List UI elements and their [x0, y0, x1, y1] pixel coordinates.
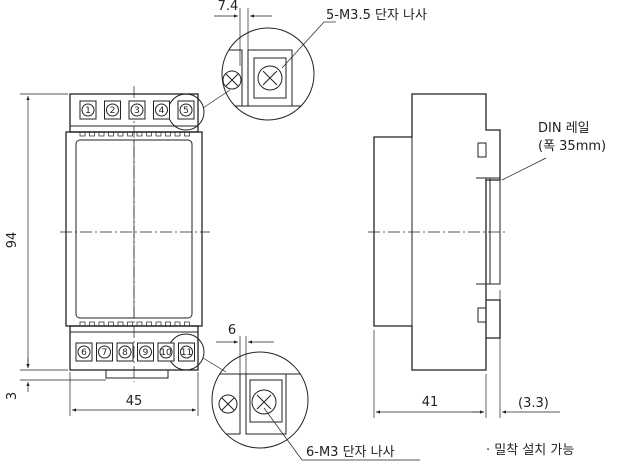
- bottom-terminal-screw: [98, 345, 111, 359]
- rail-label-2: (폭 35mm): [538, 139, 606, 154]
- bottom-terminal-number: 6: [81, 348, 87, 358]
- top-terminal-screw: [106, 103, 119, 117]
- top-terminal-number: 3: [134, 106, 140, 116]
- top-terminal-number: 4: [159, 106, 165, 116]
- detail-top: 7.4 5-M3.5 단자 나사: [214, 0, 427, 121]
- bottom-terminal-number: 9: [143, 348, 149, 358]
- dim-rail: (3.3): [518, 396, 549, 411]
- bottom-terminal-screw: [77, 345, 91, 359]
- dim-height: 94: [5, 232, 20, 249]
- bottom-screw-label: 6-M3 단자 나사: [306, 445, 395, 460]
- mounting-note: · 밀착 설치 가능: [486, 443, 574, 458]
- bottom-pitch: 6: [228, 323, 236, 338]
- bottom-terminal-number: 8: [122, 348, 128, 358]
- top-terminal-number: 2: [110, 106, 116, 116]
- bottom-terminal-number: 11: [181, 348, 192, 358]
- top-terminal-screw: [130, 103, 144, 117]
- top-terminal-number: 1: [85, 106, 91, 116]
- bottom-terminal-screw: [180, 345, 193, 359]
- bottom-terminal-screw: [139, 345, 152, 359]
- bottom-terminal-number: 10: [160, 348, 172, 358]
- top-terminal-number: 5: [183, 106, 189, 116]
- dim-offset: 3: [5, 392, 20, 400]
- rail-label-1: DIN 레일: [538, 121, 590, 136]
- front-dimensions: 94 3 45: [5, 93, 199, 416]
- top-terminal-screw: [81, 103, 95, 117]
- dim-depth: 41: [422, 395, 439, 410]
- detail-bottom: 6 6-M3 단자 나사: [211, 323, 420, 461]
- bottom-terminal-number: 7: [102, 348, 108, 358]
- bottom-terminal-screw: [118, 345, 132, 359]
- bottom-terminal-screw: [159, 345, 173, 359]
- front-view: 1 2 3 4 5 6 7 8 9 10 11: [60, 86, 231, 382]
- top-pitch: 7.4: [218, 0, 239, 14]
- top-screw-label: 5-M3.5 단자 나사: [326, 8, 427, 23]
- side-view: DIN 레일 (폭 35mm) 41 (3.3): [368, 93, 606, 418]
- top-terminal-screw: [155, 103, 168, 117]
- top-terminal-screw: [179, 103, 193, 117]
- dim-width: 45: [126, 394, 143, 409]
